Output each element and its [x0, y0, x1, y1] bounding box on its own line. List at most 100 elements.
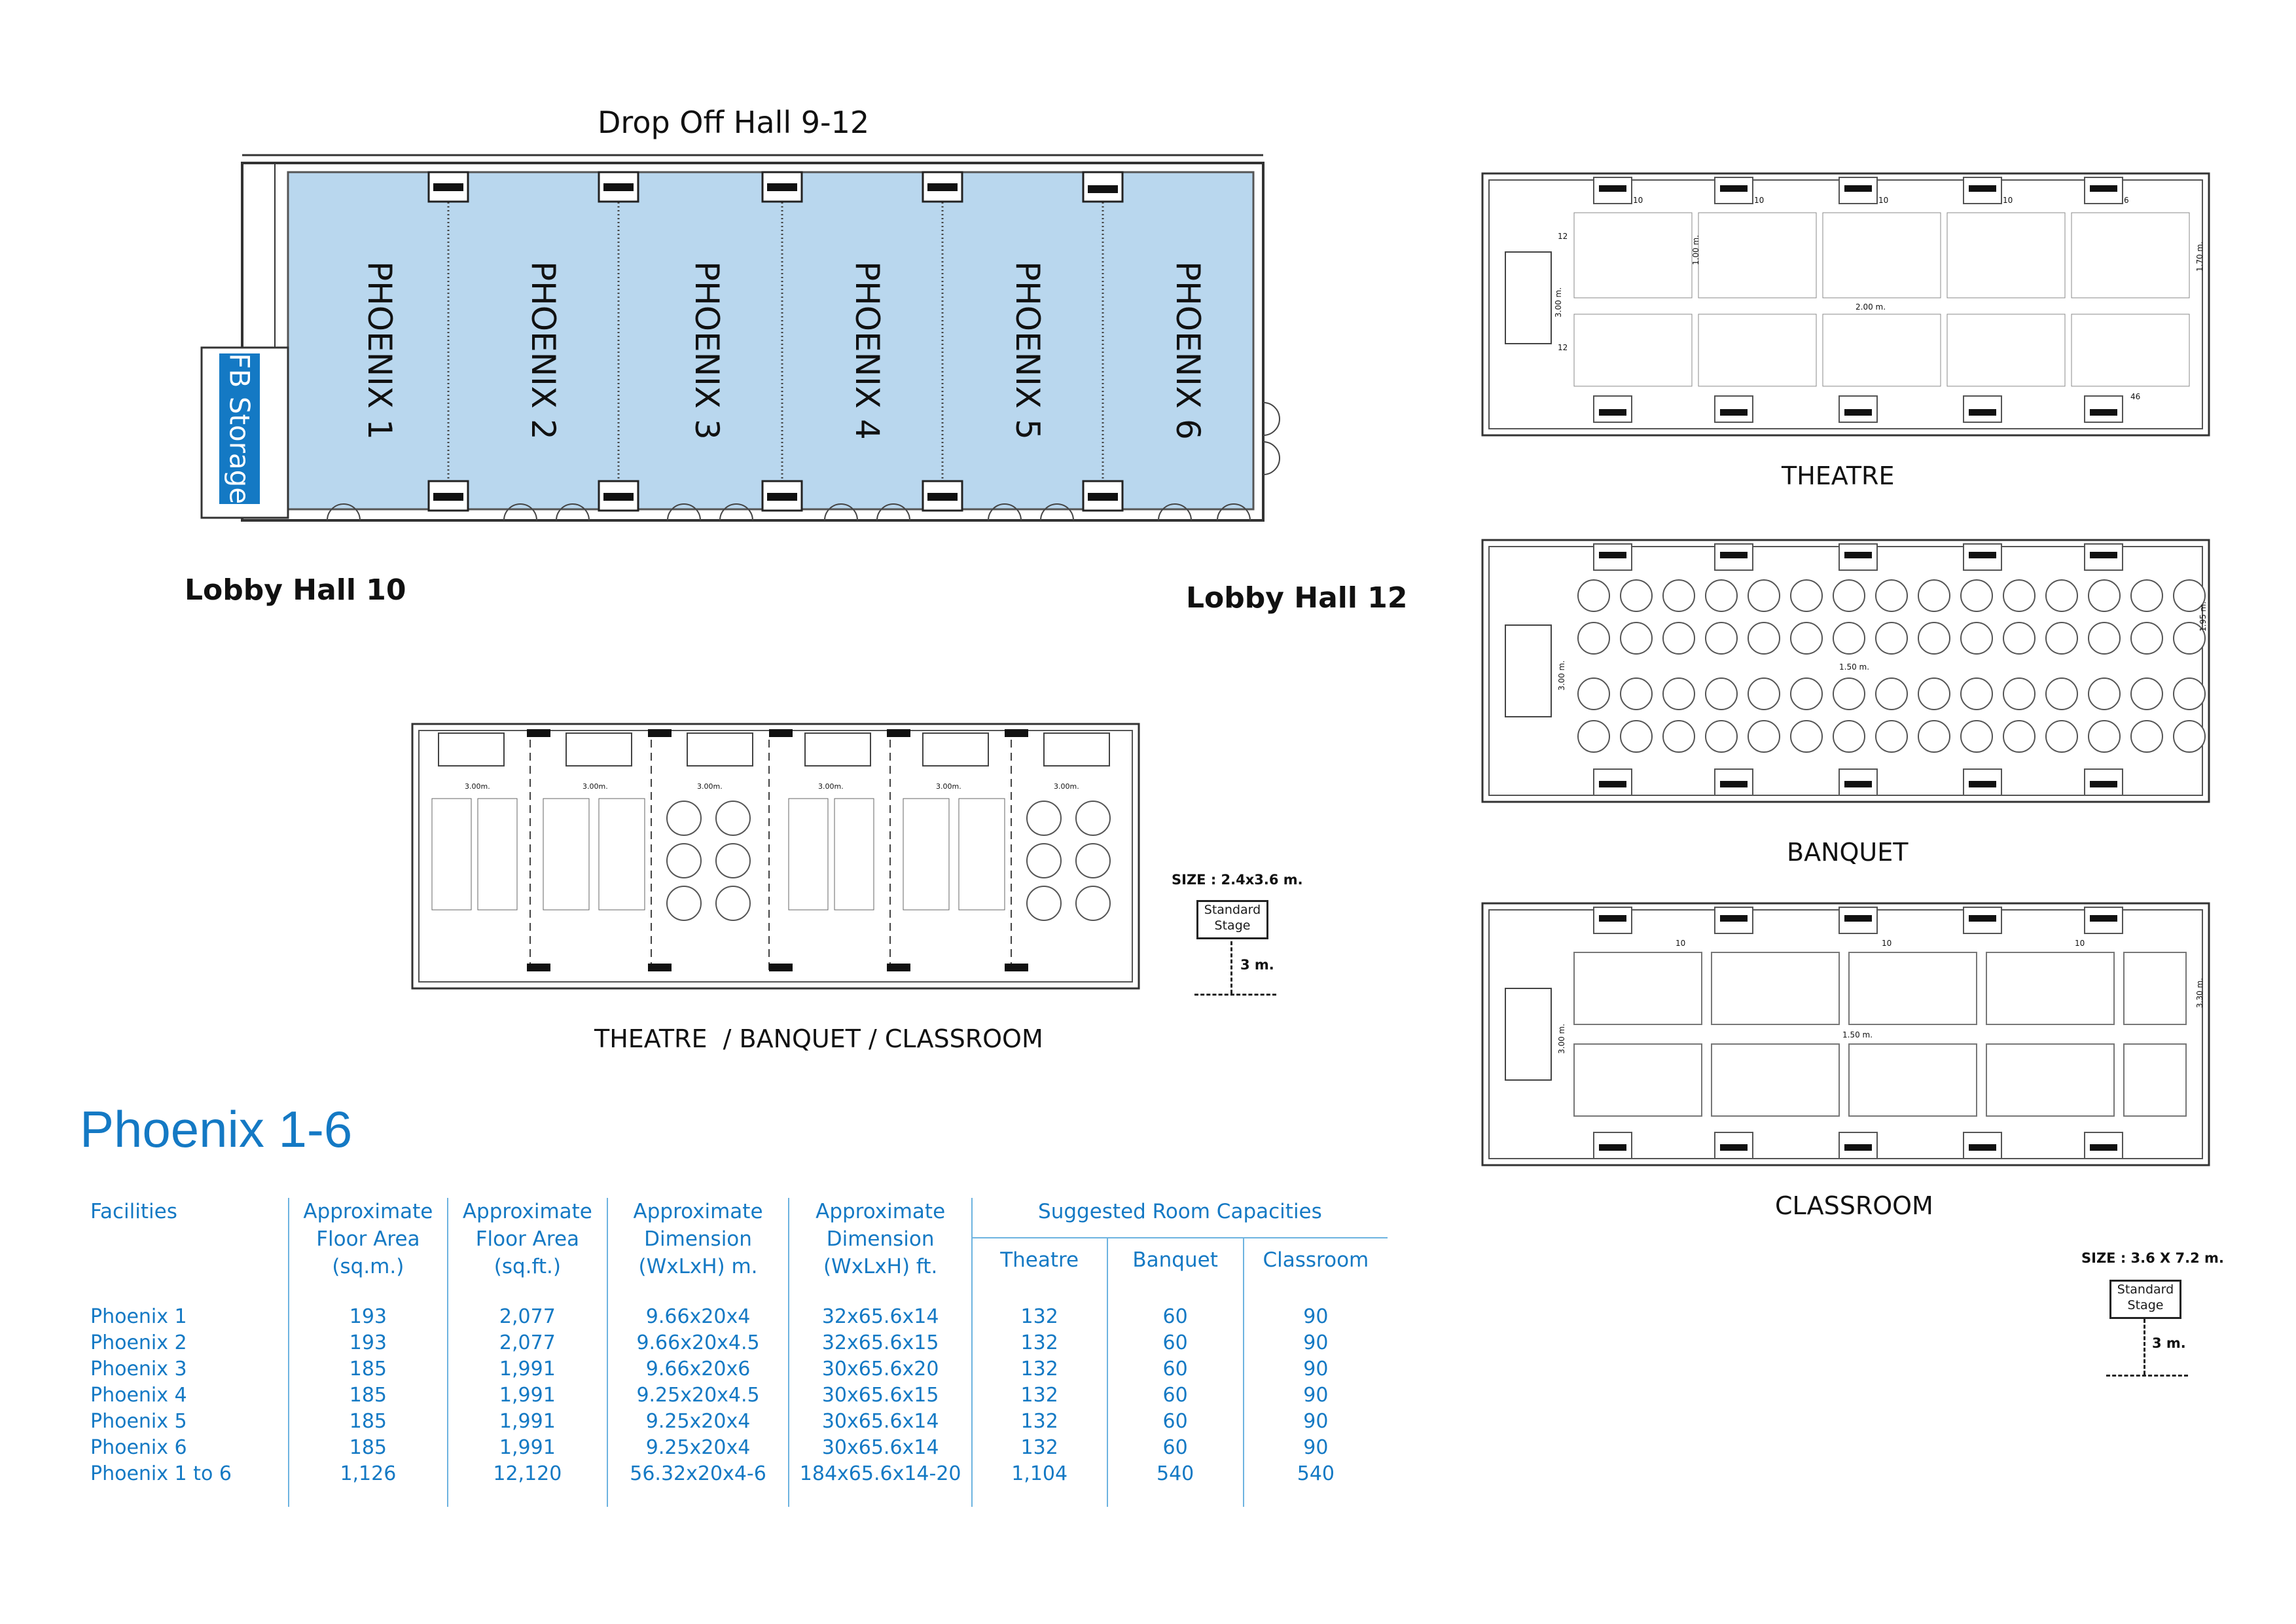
stage-size-left: SIZE : 2.4x3.6 m.: [1172, 872, 1303, 888]
cell-area-sqm: 185: [287, 1435, 448, 1461]
stage-height-line-left: [1230, 941, 1232, 994]
cell-area-sqm: 185: [287, 1356, 448, 1382]
cell-area-sqm: 193: [287, 1330, 448, 1356]
small-dim-2: 3.00m.: [583, 782, 608, 791]
hdr-dim-m-2: Dimension: [644, 1227, 752, 1251]
cell-dim-ft: 32x65.6x15: [788, 1330, 972, 1356]
cell-dim-ft: 32x65.6x14: [788, 1304, 972, 1330]
table-row: Phoenix 6 185 1,991 9.25x20x4 30x65.6x14…: [85, 1435, 1388, 1461]
cell-classroom: 90: [1242, 1382, 1388, 1409]
theatre-count-5: 6: [2124, 196, 2129, 205]
cell-theatre: 132: [971, 1330, 1107, 1356]
hdr-area-sqm-1: Approximate: [303, 1200, 433, 1223]
small-dim-5: 3.00m.: [936, 782, 961, 791]
hdr-dim-m-1: Approximate: [633, 1200, 763, 1223]
classroom-dim-stage: 3.00 m.: [1557, 1024, 1566, 1054]
cell-dim-ft: 184x65.6x14-20: [788, 1461, 972, 1487]
stage-box-right: Standard Stage: [2109, 1280, 2181, 1319]
cell-area-sqft: 12,120: [447, 1461, 607, 1487]
cell-classroom: 90: [1242, 1409, 1388, 1435]
cell-dim-ft: 30x65.6x14: [788, 1409, 972, 1435]
fb-storage-label: FB Storage: [223, 353, 256, 505]
stage-box-left: Standard Stage: [1196, 900, 1268, 939]
hdr-facilities: Facilities: [90, 1200, 177, 1223]
table-row: Phoenix 5 185 1,991 9.25x20x4 30x65.6x14…: [85, 1409, 1388, 1435]
cell-banquet: 60: [1106, 1382, 1244, 1409]
cell-area-sqm: 193: [287, 1304, 448, 1330]
theatre-count-1: 10: [1633, 196, 1643, 205]
stage-label-left-1: Standard: [1204, 903, 1261, 917]
hdr-area-sqft-1: Approximate: [462, 1200, 592, 1223]
cell-dim-m: 9.66x20x6: [606, 1356, 789, 1382]
cell-banquet: 60: [1106, 1409, 1244, 1435]
cell-area-sqft: 1,991: [447, 1382, 607, 1409]
cell-classroom: 90: [1242, 1356, 1388, 1382]
cell-area-sqft: 2,077: [447, 1304, 607, 1330]
cell-banquet: 60: [1106, 1304, 1244, 1330]
table-row: Phoenix 2 193 2,077 9.66x20x4.5 32x65.6x…: [85, 1330, 1388, 1356]
cell-dim-ft: 30x65.6x20: [788, 1356, 972, 1382]
theatre-plan: 2.00 m. 3.00 m. 1.00 m. 1.70 m. 10 10 10…: [1481, 172, 2210, 437]
stage-size-right: SIZE : 3.6 X 7.2 m.: [2081, 1250, 2224, 1266]
classroom-count-2: 10: [1882, 939, 1892, 948]
hdr-dim-ft-3: (WxLxH) ft.: [823, 1255, 938, 1278]
cell-facility: Phoenix 1: [90, 1305, 187, 1328]
cell-banquet: 60: [1106, 1330, 1244, 1356]
cell-area-sqft: 1,991: [447, 1356, 607, 1382]
cell-theatre: 132: [971, 1356, 1107, 1382]
cell-facility: Phoenix 3: [90, 1358, 187, 1380]
stage-base-left: [1194, 994, 1276, 996]
section-title: Phoenix 1-6: [80, 1100, 353, 1158]
cell-theatre: 132: [971, 1304, 1107, 1330]
cell-dim-m: 56.32x20x4-6: [606, 1461, 789, 1487]
cell-dim-m: 9.25x20x4: [606, 1435, 789, 1461]
small-layout-plan: 3.00m. 3.00m. 3.00m. 3.00m. 3.00m. 3.00m…: [411, 723, 1140, 990]
table-row: Phoenix 1 193 2,077 9.66x20x4 32x65.6x14…: [85, 1304, 1388, 1330]
cell-theatre: 132: [971, 1382, 1107, 1409]
stage-height-right: 3 m.: [2152, 1335, 2186, 1351]
small-dim-1: 3.00m.: [465, 782, 490, 791]
theatre-count-3: 10: [1878, 196, 1888, 205]
cell-banquet: 540: [1106, 1461, 1244, 1487]
cell-dim-ft: 30x65.6x14: [788, 1435, 972, 1461]
table-row: Phoenix 1 to 6 1,126 12,120 56.32x20x4-6…: [85, 1461, 1388, 1487]
hdr-dim-m-3: (WxLxH) m.: [638, 1255, 758, 1278]
small-dim-4: 3.00m.: [818, 782, 844, 791]
cell-classroom: 90: [1242, 1330, 1388, 1356]
cell-theatre: 1,104: [971, 1461, 1107, 1487]
hdr-area-sqft-3: (sq.ft.): [493, 1255, 561, 1278]
classroom-count-3: 10: [2075, 939, 2085, 948]
cell-classroom: 90: [1242, 1435, 1388, 1461]
small-dim-6: 3.00m.: [1054, 782, 1079, 791]
hdr-area-sqft: Approximate Floor Area (sq.ft.): [447, 1198, 607, 1282]
room-label-phoenix-1: PHOENIX 1: [361, 261, 399, 440]
cell-area-sqm: 185: [287, 1382, 448, 1409]
theatre-dim-row: 1.00 m.: [1691, 235, 1700, 265]
theatre-count-7: 12: [1558, 343, 1568, 352]
stage-label-left-2: Stage: [1214, 918, 1251, 933]
banquet-dim-side: 1.95 m.: [2198, 602, 2208, 632]
room-label-phoenix-3: PHOENIX 3: [688, 261, 726, 440]
theatre-dim-side: 1.70 m.: [2195, 242, 2204, 272]
small-dim-3: 3.00m.: [697, 782, 723, 791]
cell-facility: Phoenix 6: [90, 1436, 187, 1459]
hdr-dim-ft-2: Dimension: [826, 1227, 935, 1251]
hdr-capacities: Suggested Room Capacities: [971, 1198, 1388, 1238]
fb-storage-block: [219, 353, 260, 504]
classroom-caption: CLASSROOM: [1775, 1191, 1933, 1220]
cell-facility: Phoenix 4: [90, 1384, 187, 1407]
classroom-plan: 1.50 m. 3.00 m. 3.30 m. 10 10 10: [1481, 902, 2210, 1166]
cell-area-sqm: 185: [287, 1409, 448, 1435]
drop-off-label: Drop Off Hall 9-12: [598, 105, 870, 140]
room-label-phoenix-2: PHOENIX 2: [524, 261, 562, 440]
room-label-phoenix-5: PHOENIX 5: [1009, 261, 1047, 440]
table-row: Phoenix 3 185 1,991 9.66x20x6 30x65.6x20…: [85, 1356, 1388, 1382]
lobby-hall-10-label: Lobby Hall 10: [185, 573, 406, 607]
hdr-dim-ft: Approximate Dimension (WxLxH) ft.: [788, 1198, 972, 1282]
hdr-dim-m: Approximate Dimension (WxLxH) m.: [606, 1198, 789, 1282]
cell-theatre: 132: [971, 1435, 1107, 1461]
classroom-dim-gap: 1.50 m.: [1842, 1030, 1873, 1039]
cell-facility: Phoenix 1 to 6: [90, 1462, 232, 1485]
theatre-count-8: 46: [2130, 392, 2140, 401]
cell-dim-ft: 30x65.6x15: [788, 1382, 972, 1409]
